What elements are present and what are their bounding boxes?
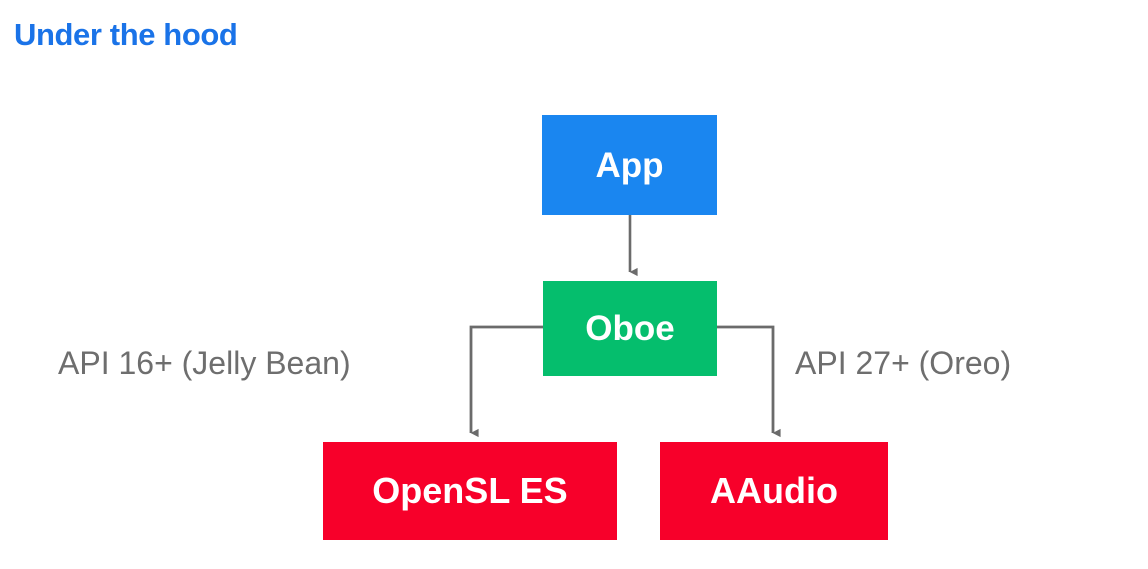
diagram-node-opensl-es[interactable]: OpenSL ES	[323, 442, 617, 540]
diagram-node-aaudio-label: AAudio	[710, 470, 838, 511]
diagram-node-app-label: App	[595, 145, 664, 185]
diagram-node-opensl-es-label: OpenSL ES	[372, 470, 568, 511]
diagram-node-app[interactable]: App	[542, 115, 717, 215]
diagram-node-aaudio[interactable]: AAudio	[660, 442, 888, 540]
edge-oboe-to-opensl	[469, 325, 543, 438]
edge-label-opensl-api: API 16+ (Jelly Bean)	[58, 345, 351, 381]
diagram-node-oboe[interactable]: Oboe	[543, 281, 717, 376]
edge-label-aaudio-api: API 27+ (Oreo)	[795, 345, 1012, 381]
diagram-node-oboe-label: Oboe	[585, 309, 675, 348]
page-title: Under the hood	[14, 17, 238, 52]
edge-oboe-to-aaudio	[717, 325, 781, 438]
